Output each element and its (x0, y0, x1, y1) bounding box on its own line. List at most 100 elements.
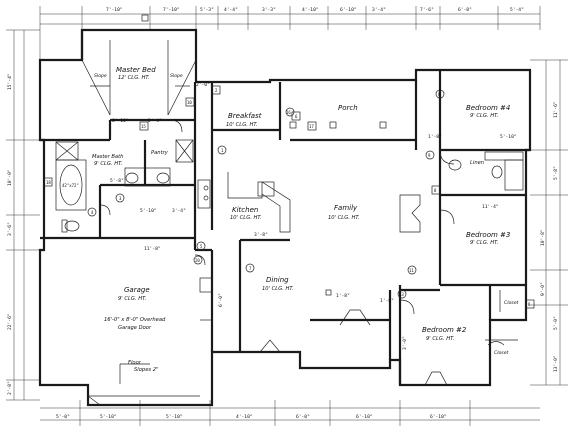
dim-left-3: 3'-6" (7, 222, 13, 236)
svg-text:13: 13 (399, 292, 404, 297)
tag-5: 10 (185, 97, 195, 107)
label-slope-left: Slope (94, 73, 107, 79)
tag-14: 5 (196, 241, 206, 251)
dim-top-10: 6'-8" (458, 7, 472, 13)
left-dimension-string: 15'-4" 10'-0" 3'-6" 22'-6" 2'-8" (6, 29, 40, 401)
room-kitchen-height: 10' CLG. HT. (230, 215, 262, 221)
dim-top-11: 5'-4" (510, 7, 524, 13)
dim-right-4: 9'-0" (540, 282, 546, 296)
svg-text:20: 20 (195, 258, 200, 263)
room-closet-b: Closet (494, 350, 509, 356)
svg-text:5: 5 (200, 244, 203, 249)
room-bedroom-3-height: 9' CLG. HT. (470, 240, 498, 246)
svg-text:7: 7 (249, 266, 252, 271)
room-bedroom-4-height: 9' CLG. HT. (470, 113, 498, 119)
svg-text:1: 1 (221, 148, 224, 153)
tag-17: 4 (87, 207, 97, 217)
room-master-bed-height: 12' CLG. HT. (118, 75, 150, 81)
dim-top-5: 3'-3" (262, 7, 276, 13)
svg-text:8: 8 (528, 302, 531, 307)
dim-int-4: 5'-10" (140, 208, 157, 214)
top-dimension-string: 7'-10" 7'-10" 5'-3" 4'-4" 3'-3" 4'-10" 6… (39, 6, 541, 60)
dim-bottom-7: 6'-10" (430, 414, 447, 420)
dim-top-7: 6'-10" (340, 7, 357, 13)
dim-bottom-4: 4'-10" (236, 414, 253, 420)
dim-right-1: 11'-6" (553, 101, 559, 118)
dim-int-3: 5'-8" (110, 178, 124, 184)
room-linen: Linen (470, 160, 484, 166)
room-master-bath: Master Bath (92, 154, 123, 160)
svg-text:8: 8 (434, 188, 437, 193)
tag-12: 13 (397, 289, 407, 299)
dim-right-6: 13'-0" (553, 355, 559, 372)
room-closet-a: Closet (504, 300, 519, 306)
dim-top-1: 7'-10" (106, 7, 123, 13)
label-garage-door-1: 16'-0" x 8'-0" Overhead (104, 317, 166, 323)
tag-18: 8 (431, 185, 441, 195)
room-bedroom-4: Bedroom #4 (466, 104, 510, 112)
svg-text:4: 4 (91, 210, 94, 215)
dim-top-3: 5'-3" (200, 7, 214, 13)
dim-int-7: 11'-8" (144, 246, 161, 252)
room-bedroom-2: Bedroom #2 (422, 326, 467, 334)
dim-right-3: 10'-8" (540, 229, 546, 246)
label-floor: Floor (128, 360, 142, 366)
dim-bottom-3: 5'-10" (166, 414, 183, 420)
svg-text:8: 8 (438, 92, 441, 97)
room-master-bed: Master Bed (116, 66, 156, 74)
room-bedroom-3: Bedroom #3 (466, 231, 510, 239)
label-floor-slope: Slopes 2" (134, 367, 158, 373)
svg-text:10: 10 (187, 100, 192, 105)
room-breakfast-height: 10' CLG. HT. (226, 122, 258, 128)
tag-11: 9 (425, 150, 435, 160)
dim-int-6: 2'-0" (196, 82, 210, 88)
svg-text:17: 17 (309, 124, 314, 129)
svg-text:18: 18 (46, 180, 51, 185)
tag-13: 7 (245, 263, 255, 273)
tag-10: 1 (217, 145, 227, 155)
room-family: Family (334, 204, 358, 212)
right-dimension-string: 11'-6" 5'-8" 10'-8" 9'-0" 5'-0" 13'-0" (530, 59, 568, 386)
interior-dimensions: 6'-10" 2'-4" 5'-8" 5'-10" 3'-4" 2'-0" 11… (110, 82, 517, 350)
dim-int-15: 3'-0" (402, 336, 408, 350)
svg-text:11: 11 (409, 268, 414, 273)
tag-4: 3 (115, 193, 125, 203)
svg-text:6: 6 (295, 114, 298, 119)
dim-int-8: 1'-8" (428, 134, 442, 140)
dim-bottom-5: 6'-0" (296, 414, 310, 420)
dim-left-2: 10'-0" (7, 169, 13, 186)
bottom-dimension-string: 5'-0" 5'-10" 5'-10" 4'-10" 6'-0" 6'-10" … (40, 400, 540, 426)
room-porch: Porch (338, 104, 358, 112)
svg-text:9: 9 (428, 153, 431, 158)
dim-bottom-1: 5'-0" (56, 414, 70, 420)
dim-int-2: 2'-4" (148, 118, 162, 124)
svg-text:15: 15 (141, 124, 146, 129)
room-master-bath-height: 9' CLG. HT. (94, 161, 122, 167)
dim-left-5: 2'-8" (7, 381, 13, 395)
svg-text:2: 2 (215, 88, 218, 93)
door-window-tags: 18 2 6 3 10 20 8 16 11 1 9 13 7 5 15 17 … (43, 85, 535, 309)
room-family-height: 10' CLG. HT. (328, 215, 360, 221)
tag-16: 17 (307, 121, 317, 131)
dim-left-1: 15'-4" (7, 73, 13, 90)
room-dining: Dining (266, 276, 289, 284)
room-labels: Master Bed 12' CLG. HT. Slope Slope Mast… (62, 66, 519, 373)
dim-int-10: 1'-8" (336, 293, 350, 299)
dim-top-8: 3'-4" (372, 7, 386, 13)
dim-left-4: 22'-6" (7, 313, 13, 330)
svg-text:16: 16 (286, 110, 291, 115)
interior-walls (40, 30, 530, 385)
dim-int-1: 6'-10" (112, 118, 129, 124)
label-garage-door-2: Garage Door (118, 325, 152, 331)
room-garage-height: 9' CLG. HT. (118, 296, 146, 302)
tag-9: 11 (407, 265, 417, 275)
room-kitchen: Kitchen (232, 206, 258, 214)
dim-top-6: 4'-10" (302, 7, 319, 13)
dim-int-13: 6'-0" (218, 293, 224, 307)
room-pantry: Pantry (151, 150, 169, 156)
dim-right-5: 5'-0" (553, 316, 559, 330)
dim-int-5: 3'-4" (172, 208, 186, 214)
tag-15: 15 (139, 121, 149, 131)
tag-3: 6 (291, 111, 301, 121)
